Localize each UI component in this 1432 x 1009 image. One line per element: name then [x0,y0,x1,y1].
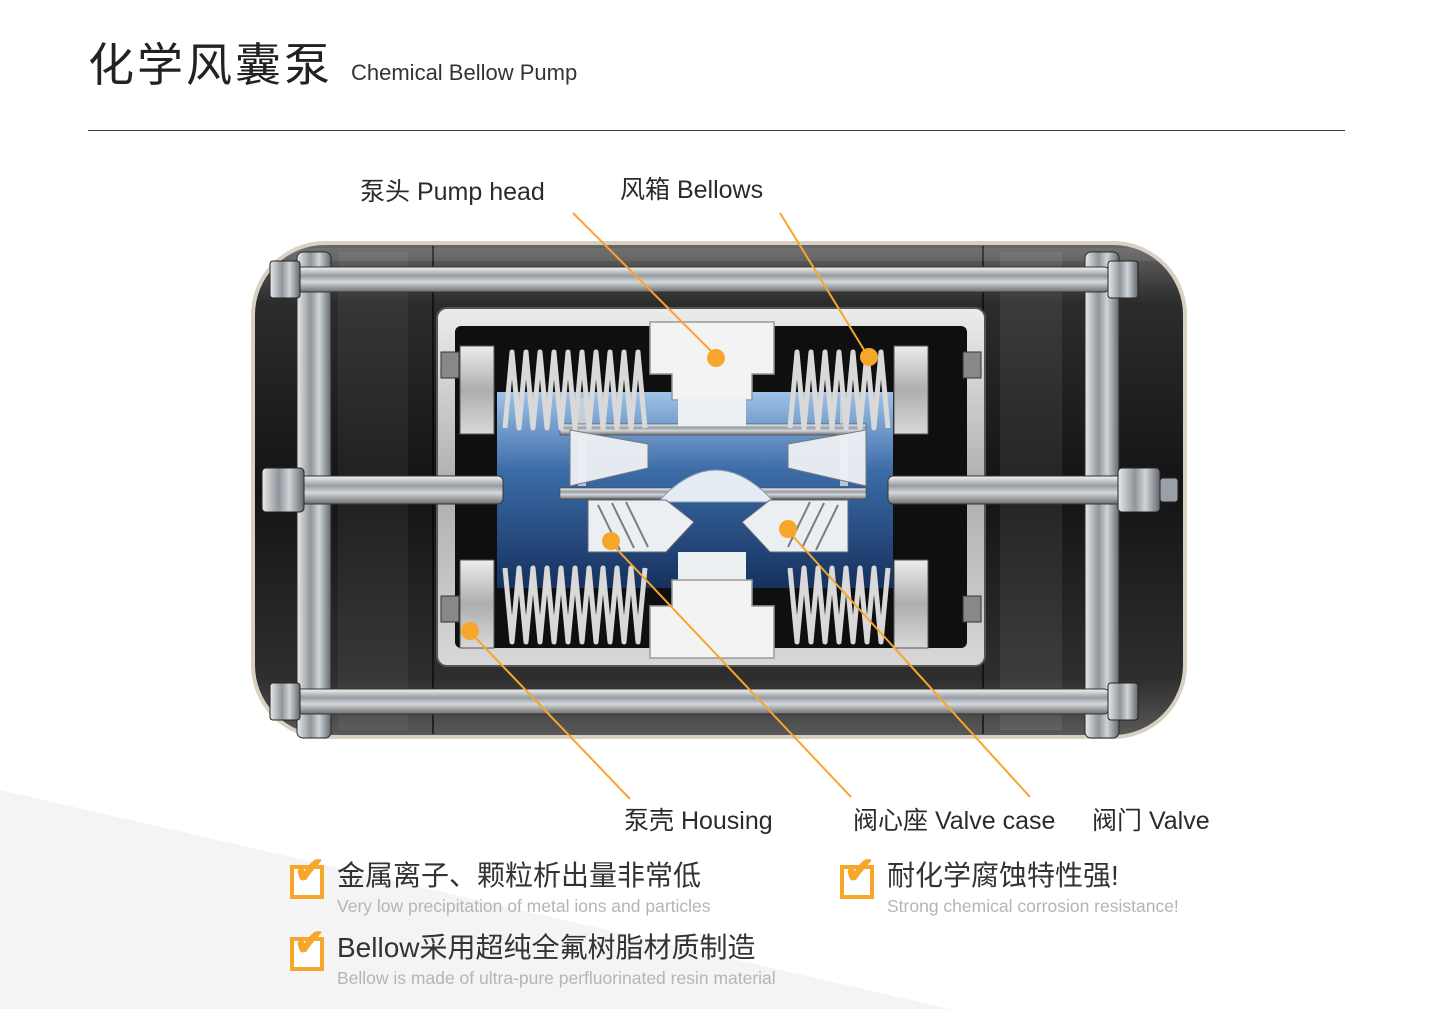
label-pump-head: 泵头 Pump head [360,178,545,206]
bellows-flange [893,345,929,435]
feature-main-text: Bellow采用超纯全氟树脂材质制造 [337,932,756,963]
callout-dots [461,348,878,640]
check-icon: ✔ [840,852,875,899]
bellows-bottom-left [502,565,648,645]
header: 化学风囊泵 Chemical Bellow Pump [88,40,577,91]
center-shaft-right [887,475,1144,505]
feature-sub-text: Very low precipitation of metal ions and… [337,896,711,917]
bellows-part [502,349,891,645]
feature-item-3: ✔ Bellow采用超纯全氟树脂材质制造 Bellow is made of u… [290,924,776,989]
label-valve: 阀门 Valve [1092,807,1210,835]
callout-dot-valve-case [602,532,620,550]
bellows-flange [893,559,929,649]
pump-head-neck-bottom [678,552,746,582]
valve-dome [656,469,776,503]
header-divider [88,130,1345,131]
shaft-nut-right [1117,467,1161,513]
frame-bolt [962,595,982,623]
checkmark-icon: ✔ [294,922,326,963]
shaft-stub-right [1159,477,1179,503]
leader-line-valve-case [611,543,852,798]
page-title-zh: 化学风囊泵 [88,39,333,91]
feature-main-text: 耐化学腐蚀特性强! [887,860,1119,891]
label-housing: 泵壳 Housing [624,807,773,835]
bellows-top-left [502,349,648,431]
center-shaft-left [297,475,504,505]
check-icon: ✔ [290,852,325,899]
callout-dot-housing [461,622,479,640]
tie-rod-top [285,266,1111,293]
frame-bolt [962,351,982,379]
callout-dot-pump-head [707,349,725,367]
bellows-bottom-right [787,565,891,645]
bellows-flange [459,345,495,435]
leader-line-valve [788,531,1031,798]
valve-wing-right [787,429,867,487]
tie-rod-nut [269,260,301,299]
feature-sub-text: Bellow is made of ultra-pure perfluorina… [337,968,776,989]
callout-dot-valve [779,520,797,538]
frame-bolt [440,595,460,623]
feature-sub-text: Strong chemical corrosion resistance! [887,896,1179,917]
leader-lines [470,212,1031,800]
label-bellows: 风箱 Bellows [620,176,764,204]
leader-line-pump-head [572,212,715,355]
tie-rod-nut [269,682,301,721]
feature-main-text: 金属离子、颗粒析出量非常低 [337,860,702,891]
callout-dot-bellows [860,348,878,366]
frame-bolt [440,351,460,379]
background-wedge [0,790,950,1009]
checkmark-icon: ✔ [844,850,876,891]
label-valve-case: 阀心座 Valve case [853,807,1056,835]
pump-head-part-bottom [649,579,775,659]
leader-line-bellows [779,212,867,354]
shaft-nut-left [261,467,305,513]
body-top-highlight [280,248,1160,261]
bellows-top-right [787,349,891,431]
page-title-en: Chemical Bellow Pump [351,59,578,85]
checkmark-icon: ✔ [294,850,326,891]
valve-wing-left [569,429,649,487]
tie-rod-nut [1107,260,1139,299]
tie-rod-nut [1107,682,1139,721]
feature-item-1: ✔ 金属离子、颗粒析出量非常低 Very low precipitation o… [290,852,711,917]
pump-head-neck-top [678,398,746,426]
feature-item-2: ✔ 耐化学腐蚀特性强! Strong chemical corrosion re… [840,852,1179,917]
check-icon: ✔ [290,924,325,971]
leader-line-housing [470,632,631,800]
tie-rod-bottom [285,688,1111,715]
